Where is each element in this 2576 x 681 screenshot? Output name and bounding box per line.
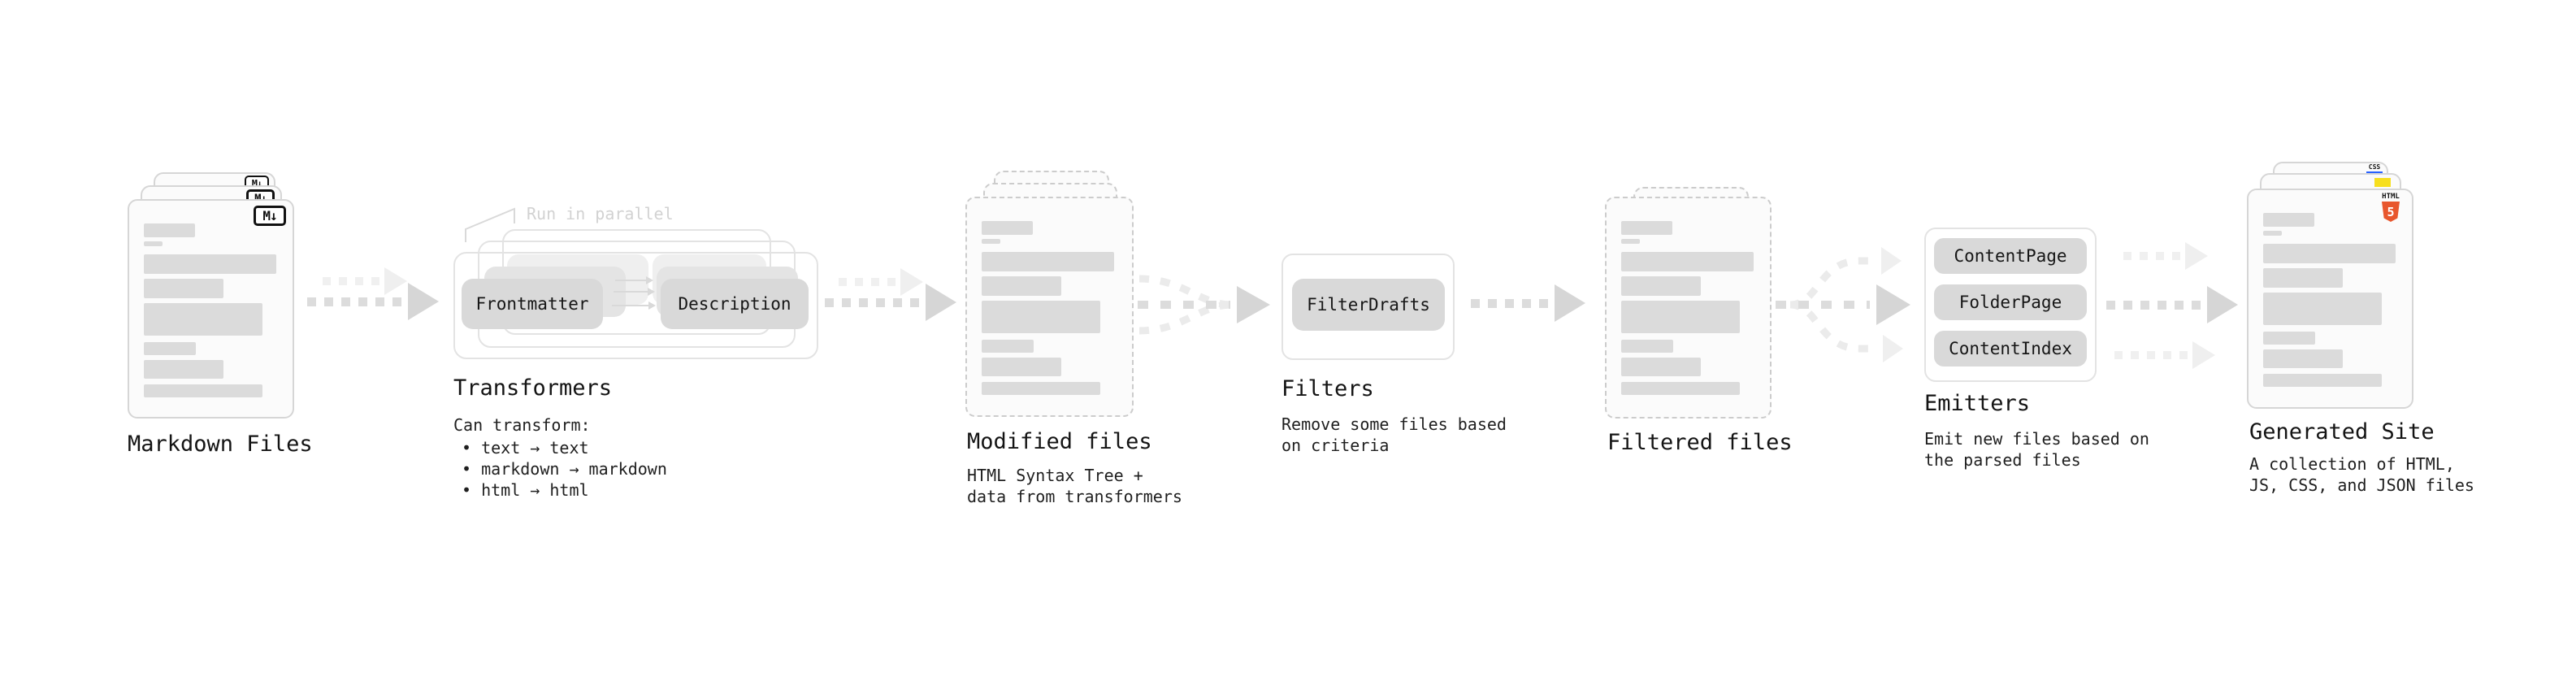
markdown-file-card-front [128, 199, 294, 419]
skeleton-line [1621, 358, 1701, 376]
skeleton-line [144, 279, 223, 298]
filters-description-line2: on criteria [1281, 436, 1390, 455]
skeleton-line [982, 301, 1100, 333]
filters-frame [1281, 254, 1455, 360]
stage-label-generated-site: Generated Site [2249, 419, 2435, 445]
modified-description-line1: HTML Syntax Tree + [967, 466, 1143, 485]
stage-label-transformers: Transformers [453, 375, 613, 401]
transformers-bullet: • markdown → markdown [462, 459, 667, 479]
skeleton-line [144, 303, 262, 336]
emitter-pill-folderpage: FolderPage [1934, 284, 2087, 320]
markdown-icon: M↓ [254, 206, 286, 226]
skeleton-line [1621, 252, 1754, 271]
emitters-description-line2: the parsed files [1924, 450, 2081, 470]
skeleton-line [982, 252, 1114, 271]
skeleton-line [1621, 239, 1640, 244]
skeleton-line [1621, 340, 1673, 353]
transformers-bullet: • html → html [462, 480, 589, 500]
skeleton-line [1621, 221, 1672, 235]
skeleton-line [982, 358, 1061, 376]
skeleton-line [2263, 213, 2314, 227]
skeleton-line [1621, 276, 1701, 296]
emitters-description-line1: Emit new files based on [1924, 429, 2149, 449]
skeleton-line [2263, 349, 2343, 368]
skeleton-line [1621, 382, 1740, 395]
stage-label-emitters: Emitters [1924, 391, 2031, 416]
transformer-pill-description: Description [661, 279, 809, 329]
skeleton-line [982, 382, 1100, 395]
modified-description-line2: data from transformers [967, 487, 1182, 506]
arrow-transformers-to-modified-ghost [839, 268, 923, 296]
run-in-parallel-label: Run in parallel [527, 204, 674, 223]
generated-description-line1: A collection of HTML, [2249, 454, 2455, 474]
skeleton-line [982, 340, 1034, 353]
arrow-emitters-to-site-bottom [2114, 341, 2215, 369]
emitter-pill-contentpage: ContentPage [1934, 238, 2087, 274]
html5-shield-number: 5 [2387, 204, 2395, 219]
html5-icon-label: HTML [2382, 193, 2400, 201]
skeleton-line [982, 239, 1000, 244]
filter-pill-filterdrafts: FilterDrafts [1292, 279, 1445, 331]
filters-description-line1: Remove some files based [1281, 414, 1507, 434]
generated-description-line2: JS, CSS, and JSON files [2249, 475, 2474, 495]
skeleton-line [144, 384, 262, 397]
emitter-pill-contentindex: ContentIndex [1934, 331, 2087, 367]
site-file-card-front [2247, 189, 2413, 409]
filtered-file-card-front [1605, 197, 1772, 419]
parallel-arrow-icon [614, 288, 655, 296]
arrow-modified-to-filters-merge [1138, 275, 1270, 335]
transformers-description-heading: Can transform: [453, 415, 591, 435]
stage-label-filtered-files: Filtered files [1607, 430, 1793, 455]
modified-file-card-front [965, 197, 1134, 417]
html5-shield-icon: 5 [2382, 202, 2400, 222]
parallel-arrow-icon [612, 301, 656, 310]
skeleton-line [144, 360, 223, 379]
arrow-emitters-to-site-top [2123, 242, 2208, 270]
skeleton-line [2263, 293, 2382, 325]
skeleton-line [1621, 301, 1740, 333]
stage-label-markdown-files: Markdown Files [128, 432, 313, 457]
css-icon-underline [2366, 171, 2383, 174]
stage-label-modified-files: Modified files [967, 429, 1152, 454]
css-file-icon: CSS [2366, 164, 2383, 174]
html5-file-icon: HTML 5 [2381, 193, 2400, 222]
arrow-filters-to-filtered [1471, 284, 1585, 322]
skeleton-line [2263, 332, 2315, 345]
css-icon-label: CSS [2368, 163, 2381, 171]
parallel-arrow-icon [615, 276, 653, 284]
skeleton-line [2263, 244, 2396, 263]
arrow-filtered-to-emitters-fanout [1776, 247, 1910, 362]
skeleton-line [982, 221, 1033, 235]
skeleton-line [144, 254, 276, 274]
emitters-frame [1924, 228, 2097, 382]
arrow-emitters-to-site-middle [2106, 286, 2238, 323]
arrow-transformers-to-modified [825, 284, 956, 321]
js-file-icon [2374, 178, 2391, 187]
arrow-markdown-to-transformers [307, 283, 439, 320]
transformers-frame-front [453, 252, 818, 359]
skeleton-line [144, 342, 196, 355]
skeleton-line [982, 276, 1061, 296]
skeleton-line [2263, 268, 2343, 288]
transformers-bullet: • text → text [462, 438, 589, 458]
transformer-pill-frontmatter: Frontmatter [462, 279, 603, 329]
skeleton-line [2263, 231, 2282, 236]
skeleton-line [2263, 374, 2382, 387]
skeleton-line [144, 223, 195, 237]
arrow-markdown-to-transformers-ghost [323, 267, 407, 295]
run-in-parallel-connector [465, 207, 515, 242]
stage-label-filters: Filters [1281, 376, 1374, 401]
skeleton-line [144, 241, 163, 246]
